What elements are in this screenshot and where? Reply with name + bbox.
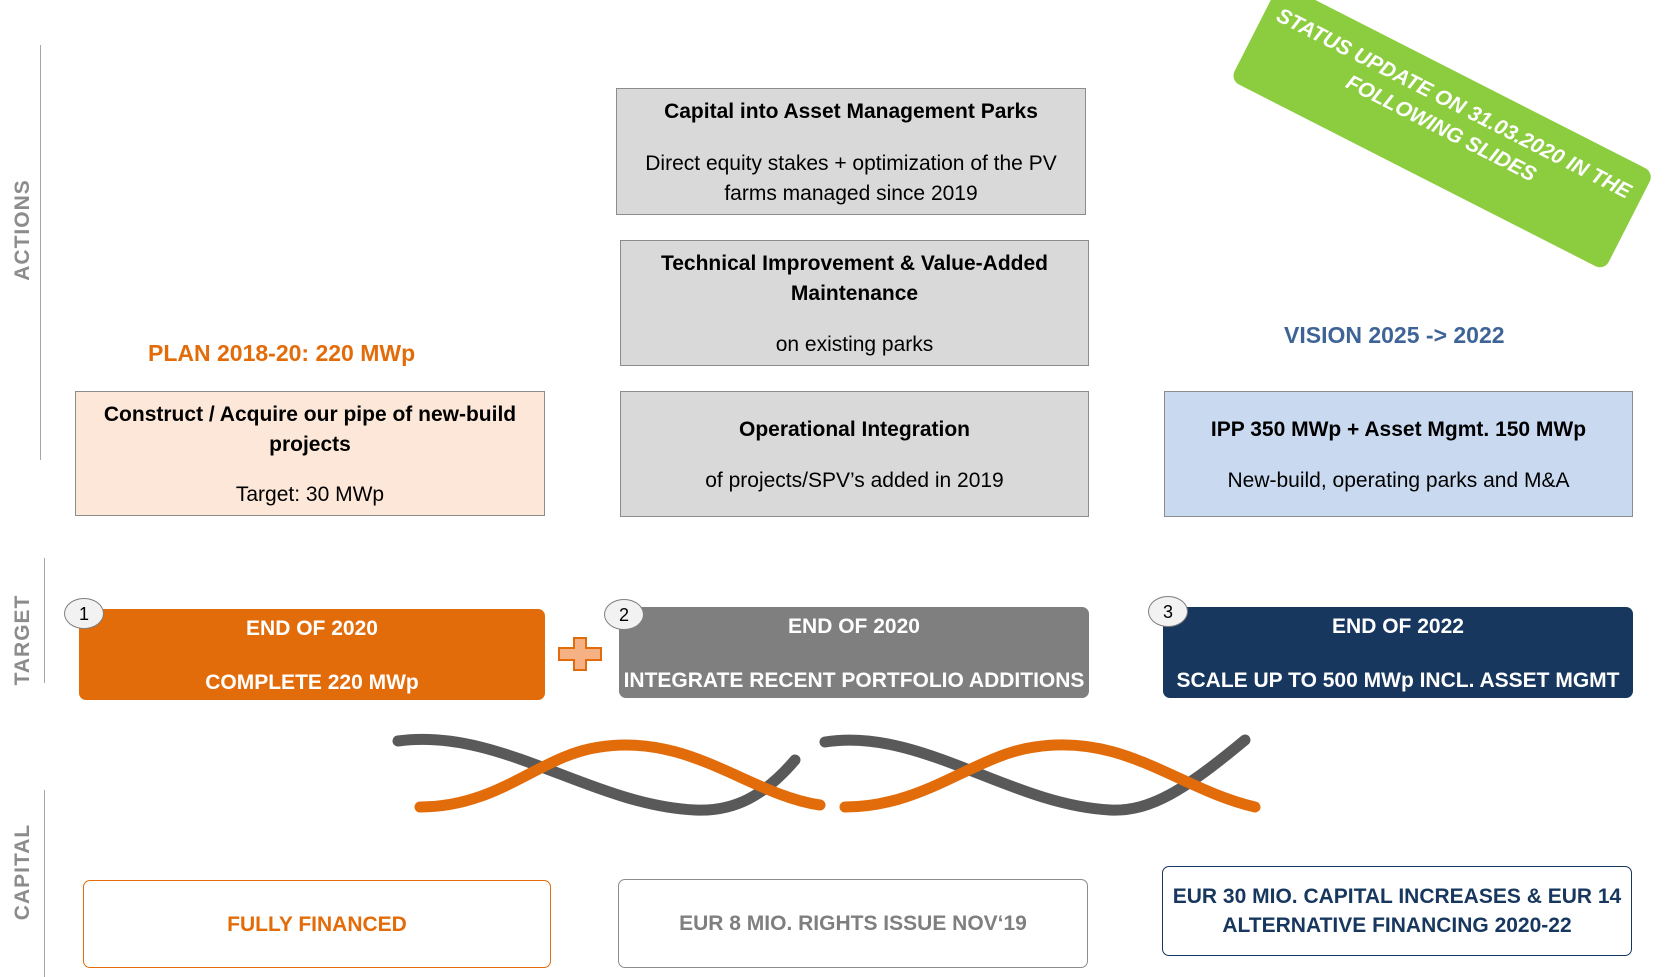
target-2-line1: END OF 2020 [788,615,920,638]
helix-wave-dark-1 [392,733,801,816]
operational-title: Operational Integration [738,418,971,441]
technical-title-line1: Technical Improvement & Value-Added [660,252,1049,275]
capital-asset-line1: Direct equity stakes + optimization of t… [645,152,1057,175]
capital-rights-issue-box: EUR 8 MIO. RIGHTS ISSUE NOV‘19 [618,879,1088,968]
capital-increase-box: EUR 30 MIO. CAPITAL INCREASES & EUR 14 A… [1162,866,1632,956]
target-2-bar: END OF 2020 INTEGRATE RECENT PORTFOLIO A… [619,607,1089,698]
capital-divider [44,790,45,977]
capital-asset-line2: farms managed since 2019 [724,182,978,205]
target-side-label: TARGET [11,594,34,686]
technical-improvement-box: Technical Improvement & Value-Added Main… [620,240,1089,366]
target-3-line2: SCALE UP TO 500 MWp INCL. ASSET MGMT [1176,669,1620,692]
capital-asset-title: Capital into Asset Management Parks [664,100,1038,123]
target-2-number-badge: 2 [604,599,644,630]
target-1-line2: COMPLETE 220 MWp [205,671,419,694]
capital-asset-management-box: Capital into Asset Management Parks Dire… [616,88,1086,215]
target-2-line2: INTEGRATE RECENT PORTFOLIO ADDITIONS [623,669,1085,692]
target-1-bar: END OF 2020 COMPLETE 220 MWp [79,609,545,700]
target-1-number-badge: 1 [64,598,104,629]
ipp-title: IPP 350 MWp + Asset Mgmt. 150 MWp [1210,418,1587,441]
capital-side-label: CAPITAL [11,823,34,921]
construct-title-line1: Construct / Acquire our pipe of new-buil… [103,403,517,426]
target-3-number-badge: 3 [1148,596,1188,627]
helix-wave-orange-1 [414,739,826,813]
target-3-bar: END OF 2022 SCALE UP TO 500 MWp INCL. AS… [1163,607,1633,698]
capital-increase-line2: ALTERNATIVE FINANCING 2020-22 [1222,914,1572,937]
plan-heading: PLAN 2018-20: 220 MWp [148,340,416,366]
construct-sub: Target: 30 MWp [235,483,385,506]
technical-sub: on existing parks [775,333,934,356]
helix-wave-orange-2 [839,739,1261,813]
actions-side-label: ACTIONS [11,179,34,281]
capital-increase-line1: EUR 30 MIO. CAPITAL INCREASES & EUR 14 [1172,885,1622,908]
ipp-asset-mgmt-box: IPP 350 MWp + Asset Mgmt. 150 MWp New-bu… [1164,391,1633,517]
plus-icon [558,637,602,671]
construct-title-line2: projects [269,433,351,456]
status-banner-line1: STATUS UPDATE ON 31.03.2020 IN THE [1272,3,1635,204]
operational-integration-box: Operational Integration of projects/SPV’… [620,391,1089,517]
actions-divider [40,45,41,460]
target-1-line1: END OF 2020 [246,617,378,640]
operational-sub: of projects/SPV’s added in 2019 [705,469,1004,492]
construct-acquire-box: Construct / Acquire our pipe of new-buil… [75,391,545,516]
helix-graphic [392,733,1261,816]
status-update-banner: STATUS UPDATE ON 31.03.2020 IN THE FOLLO… [1230,0,1655,271]
status-banner-line2: FOLLOWING SLIDES [1342,70,1540,187]
target-divider [44,558,45,683]
capital-rights-issue-text: EUR 8 MIO. RIGHTS ISSUE NOV‘19 [679,912,1027,935]
capital-fully-financed-text: FULLY FINANCED [227,912,407,936]
ipp-sub: New-build, operating parks and M&A [1227,469,1570,492]
vision-heading: VISION 2025 -> 2022 [1284,322,1505,348]
technical-title-line2: Maintenance [790,282,919,305]
capital-fully-financed-box: FULLY FINANCED [83,880,551,968]
target-3-line1: END OF 2022 [1332,615,1464,638]
